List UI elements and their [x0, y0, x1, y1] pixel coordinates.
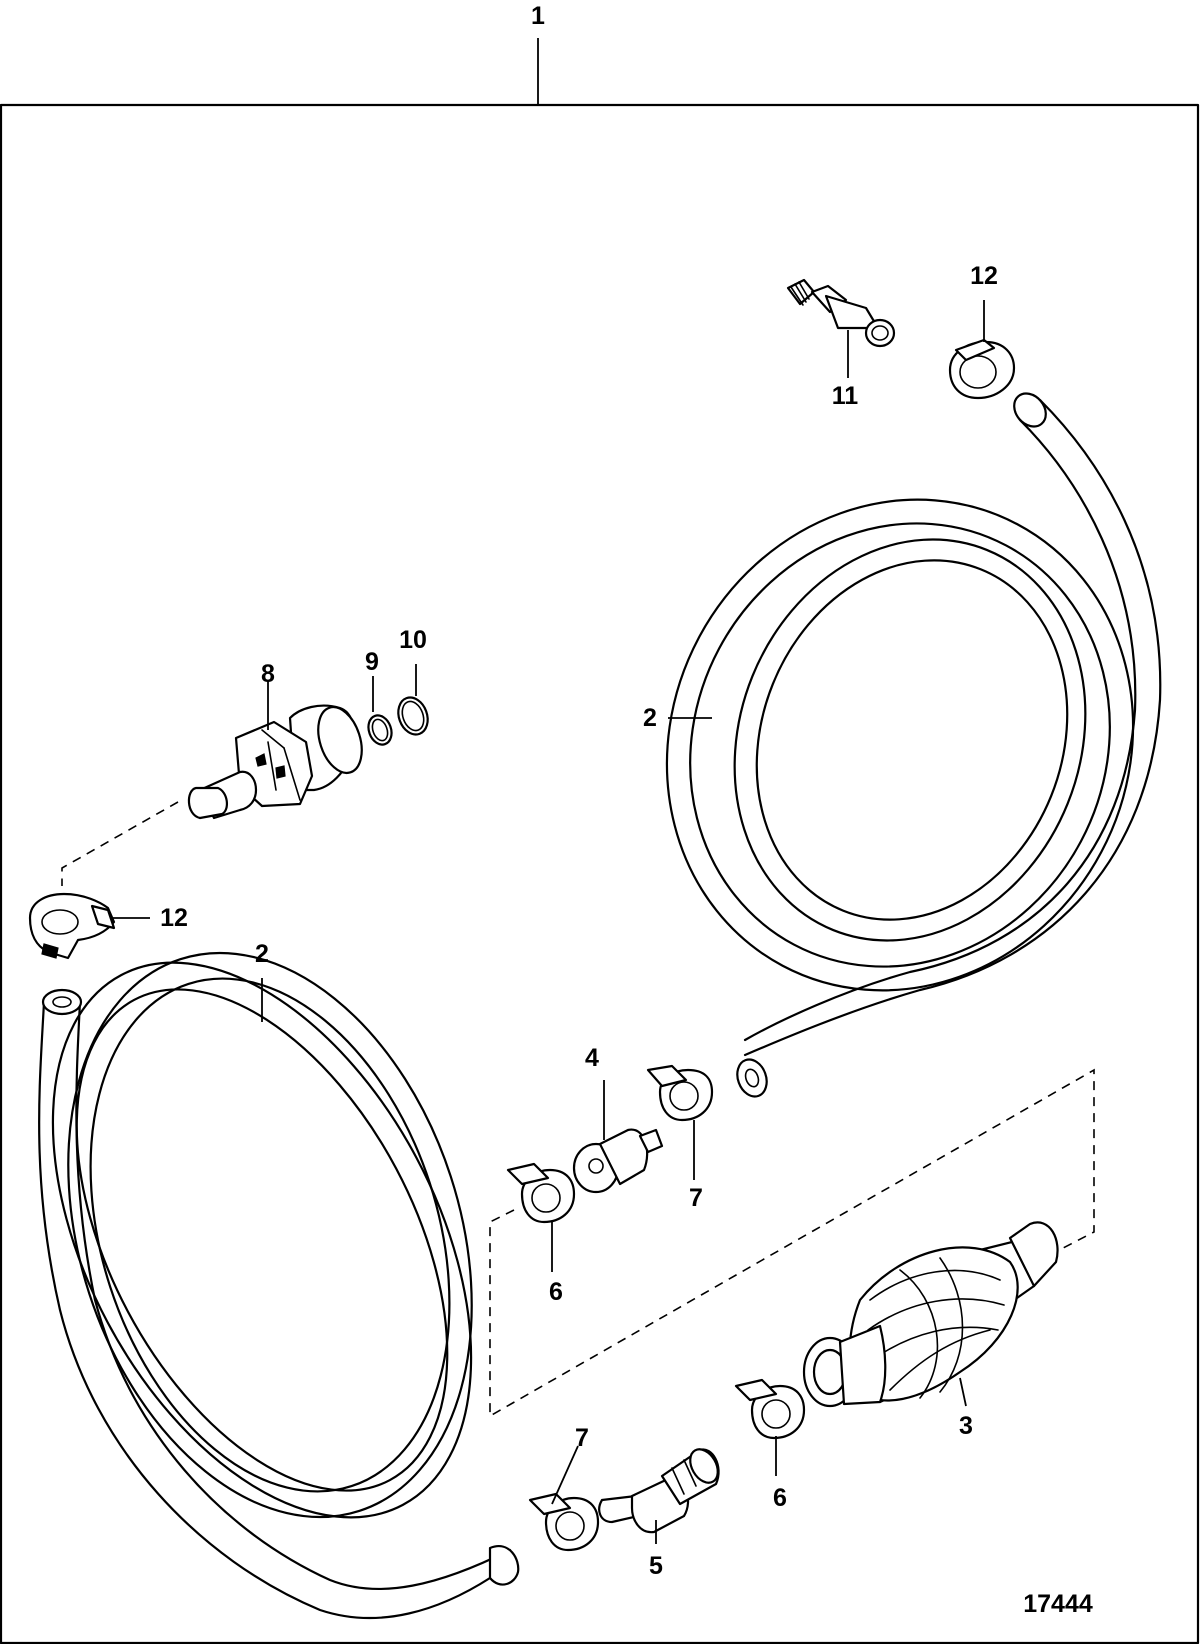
callout-2-lower: 2 — [255, 940, 269, 968]
callout-1: 1 — [531, 2, 545, 30]
clamp-12-upper: 12 — [948, 262, 1016, 400]
callout-7-upper: 7 — [689, 1184, 703, 1212]
hose-lower: 2 — [38, 940, 520, 1620]
barb-fitting: 5 — [598, 1448, 720, 1580]
callout-11: 11 — [832, 382, 859, 410]
callout-2-upper: 2 — [643, 704, 657, 732]
callout-6-lower: 6 — [773, 1484, 787, 1512]
dash-bracket — [489, 1068, 1095, 1418]
clamp-12-lower: 12 — [28, 892, 188, 960]
clamp-7-lower: 7 — [528, 1424, 600, 1552]
o-ring-10: 10 — [397, 626, 429, 736]
clamp-7-upper: 7 — [646, 1064, 714, 1212]
clamp-6-lower: 6 — [734, 1378, 806, 1512]
callout-9: 9 — [365, 648, 379, 676]
tank-connector: 8 — [187, 660, 363, 820]
check-valve-fitting: 4 — [572, 1044, 664, 1194]
callout-3: 3 — [959, 1412, 973, 1440]
callout-8: 8 — [261, 660, 275, 688]
callout-4: 4 — [585, 1044, 599, 1072]
primer-bulb: 3 — [802, 1221, 1059, 1440]
callout-12-lower: 12 — [160, 904, 188, 932]
callout-10: 10 — [399, 626, 427, 654]
hose-upper: 2 — [643, 392, 1162, 1098]
figure-number: 17444 — [1023, 1590, 1093, 1618]
dash-connector-8 — [61, 801, 179, 886]
callout-7-lower: 7 — [575, 1424, 589, 1452]
o-ring-9: 9 — [365, 648, 393, 746]
engine-fitting: 11 — [786, 278, 896, 410]
callout-6-upper: 6 — [549, 1278, 563, 1306]
callout-5: 5 — [649, 1552, 663, 1580]
clamp-6-upper: 6 — [506, 1162, 576, 1306]
callout-12-upper: 12 — [970, 262, 998, 290]
